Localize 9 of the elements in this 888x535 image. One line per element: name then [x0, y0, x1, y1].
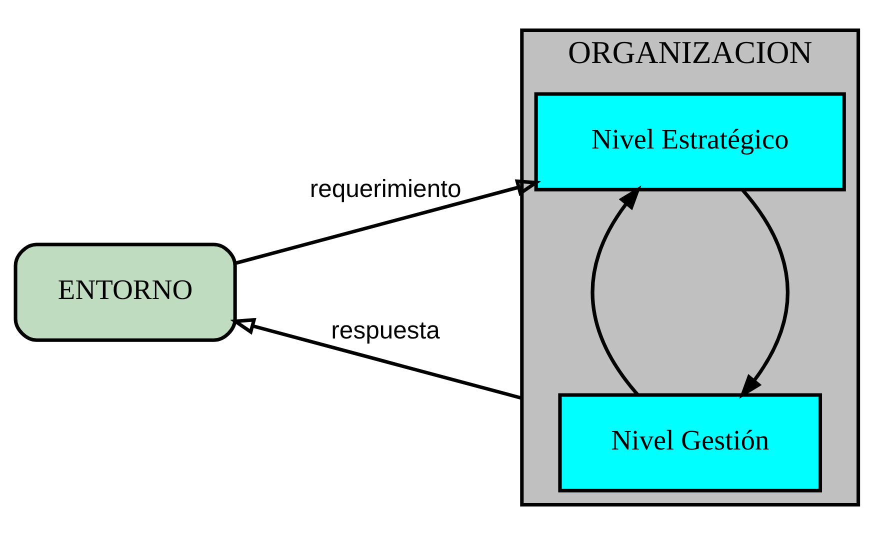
- node-box: Nivel Gestión: [558, 393, 822, 492]
- arrow: [739, 188, 790, 399]
- edge-label: respuesta: [331, 318, 440, 345]
- arrow: [234, 179, 542, 265]
- arrow: [590, 186, 642, 396]
- arrow: [230, 318, 522, 400]
- node-box: Nivel Estratégico: [534, 92, 846, 192]
- node-box: ENTORNO: [14, 242, 237, 342]
- edge-label: requerimiento: [310, 176, 462, 204]
